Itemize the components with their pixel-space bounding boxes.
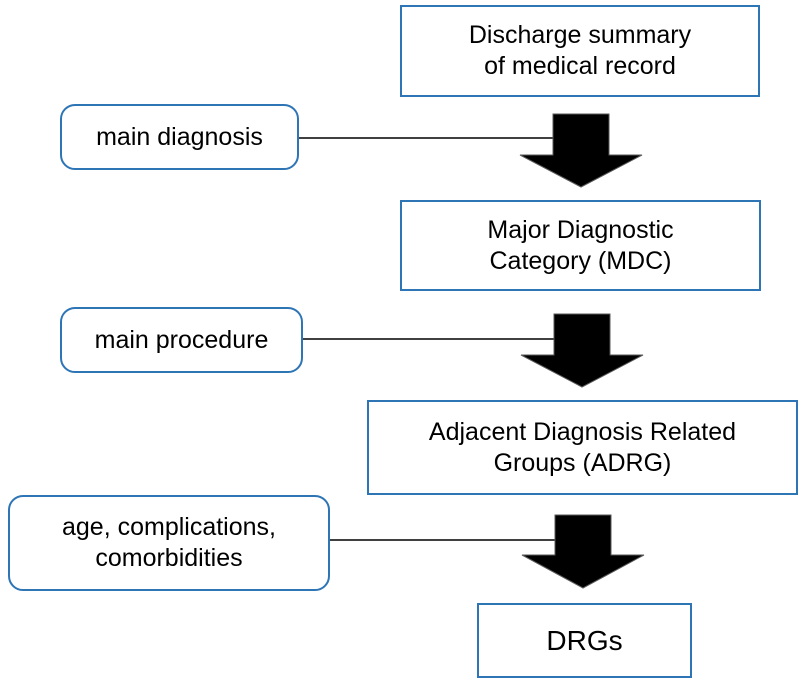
flow-node-label: DRGs (546, 625, 623, 656)
flow-node-label: Adjacent Diagnosis Related Groups (ADRG) (428, 417, 737, 477)
flow-node-label: Major Diagnostic Category (MDC) (487, 215, 674, 275)
flow-node-drgs: DRGs (477, 603, 692, 678)
input-node-main-diagnosis: main diagnosis (60, 104, 299, 170)
flow-node-mdc: Major Diagnostic Category (MDC) (400, 200, 761, 291)
flow-node-label: Discharge summary of medical record (468, 21, 692, 80)
flow-node-discharge-summary: Discharge summary of medical record (400, 5, 760, 97)
input-node-label: main procedure (94, 325, 269, 354)
down-arrow-icon (521, 514, 645, 589)
down-arrow-icon (520, 313, 644, 388)
input-node-label: main diagnosis (96, 122, 263, 151)
down-arrow-icon (519, 113, 643, 188)
input-node-age-complications: age, complications, comorbidities (8, 495, 330, 591)
flow-node-adrg: Adjacent Diagnosis Related Groups (ADRG) (367, 400, 798, 495)
input-node-main-procedure: main procedure (60, 307, 303, 373)
input-node-label: age, complications, comorbidities (61, 513, 276, 572)
